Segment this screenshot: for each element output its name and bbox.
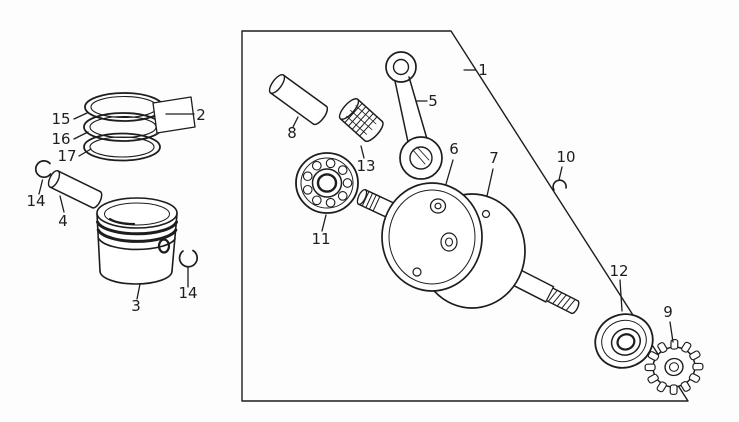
callout-crank-pin: 8 — [287, 124, 297, 142]
callout-flywheel-left: 6 — [449, 140, 459, 158]
connecting-rod — [385, 51, 443, 180]
callout-piston: 3 — [131, 297, 141, 315]
piston-pin-clip-right — [178, 249, 198, 288]
woodruff-key — [552, 166, 567, 191]
callout-needle-bearing: 13 — [356, 157, 375, 175]
piston-pin-clip-left — [34, 160, 52, 195]
callout-output-bearing: 12 — [609, 262, 628, 280]
piston-rings — [73, 92, 164, 162]
callout-clip-right: 14 — [178, 284, 197, 302]
needle-bearing — [338, 98, 384, 142]
callout-main-bearing: 11 — [311, 230, 330, 248]
callout-key: 10 — [556, 148, 575, 166]
assembly-boundary-box — [241, 30, 689, 402]
callout-labels: 1 2 3 4 5 6 7 8 9 10 11 12 13 14 14 15 1… — [26, 61, 672, 321]
callout-connecting-rod: 5 — [428, 92, 438, 110]
leader-piston — [136, 283, 141, 300]
ring-set-box — [152, 96, 196, 134]
leader-ring-top — [73, 112, 88, 120]
output-bearing — [594, 279, 654, 369]
timing-gear — [644, 321, 704, 395]
leader-flywheel-left — [445, 159, 454, 185]
callout-flywheel-right: 7 — [489, 149, 499, 167]
callout-assembly-box: 1 — [478, 61, 488, 79]
piston-pin — [47, 170, 103, 209]
leader-main-bearing — [321, 214, 327, 232]
callout-piston-pin: 4 — [58, 212, 68, 230]
callout-ring-oil: 17 — [57, 147, 76, 165]
crankshaft — [356, 159, 580, 315]
flywheel-left-disc — [381, 182, 483, 292]
piston — [96, 197, 178, 300]
callout-ring-middle: 16 — [51, 130, 70, 148]
callout-ring-top: 15 — [51, 110, 70, 128]
leader-clip-left — [38, 179, 44, 195]
leader-crank-pin — [292, 116, 299, 128]
leader-ring-middle — [73, 131, 89, 140]
diagram-linework — [34, 30, 704, 402]
callout-timing-gear: 9 — [663, 303, 673, 321]
callout-clip-left: 14 — [26, 192, 45, 210]
leader-flywheel-right — [486, 168, 494, 197]
leader-ring-oil — [78, 148, 92, 157]
callout-ring-set: 2 — [196, 106, 206, 124]
leader-key — [558, 166, 563, 181]
leader-needle-bearing — [360, 145, 365, 159]
leader-timing-gear — [669, 321, 674, 343]
main-bearing — [295, 152, 359, 232]
leader-piston-pin — [59, 195, 65, 213]
leader-output-bearing — [619, 279, 623, 312]
crank-pin — [268, 73, 329, 126]
